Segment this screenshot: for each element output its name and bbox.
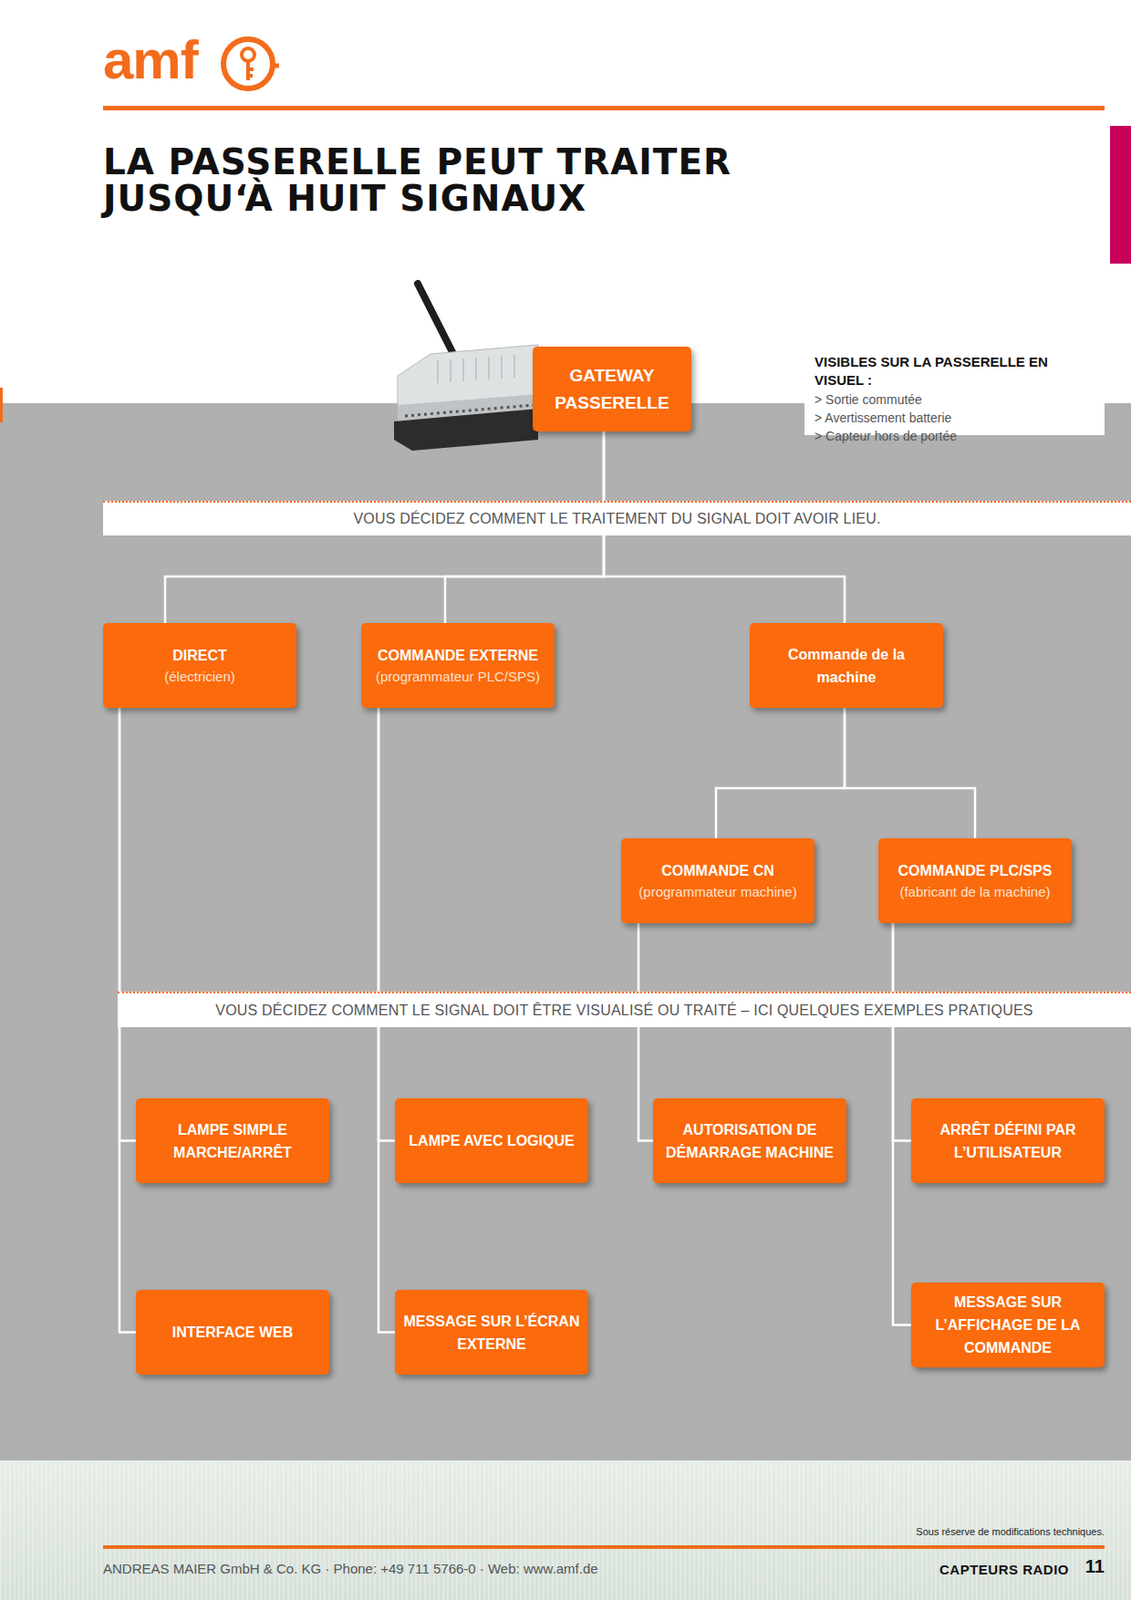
node-heading: DIRECT bbox=[172, 643, 228, 667]
connector-line bbox=[844, 707, 976, 839]
node-heading: COMMANDE CN bbox=[661, 859, 775, 882]
node-text: > Avertissement batterie bbox=[814, 408, 952, 427]
node-heading: VOUS DÉCIDEZ COMMENT LE SIGNAL DOIT ÊTRE… bbox=[215, 1002, 1033, 1019]
gateway-box: GATEWAY PASSERELLE bbox=[532, 346, 692, 432]
gateway-device bbox=[0, 0, 566, 475]
example-box: LAMPE AVEC LOGIQUE bbox=[394, 1098, 589, 1183]
connector-line bbox=[119, 707, 136, 1333]
node-heading: COMMANDE PLC/SPS bbox=[898, 859, 1053, 882]
node-heading: MESSAGE SUR L’ÉCRAN EXTERNE bbox=[402, 1309, 582, 1356]
connector-line bbox=[378, 707, 395, 1142]
antenna bbox=[417, 283, 454, 354]
logo-line bbox=[272, 63, 280, 69]
connector-line bbox=[892, 923, 912, 1142]
example-box: MESSAGE SUR L’AFFICHAGE DE LA COMMANDE bbox=[911, 1282, 1105, 1368]
node-heading: ARRÊT DÉFINI PAR L’UTILISATEUR bbox=[918, 1118, 1098, 1164]
company-info: ANDREAS MAIER GmbH & Co. KG · Phone: +49… bbox=[103, 1560, 742, 1577]
section-tab bbox=[1110, 125, 1131, 264]
connector-line bbox=[445, 431, 604, 623]
node-heading: AUTORISATION DE DÉMARRAGE MACHINE bbox=[660, 1118, 840, 1164]
logo-key-shaft bbox=[248, 61, 254, 81]
node-heading: LAMPE AVEC LOGIQUE bbox=[408, 1129, 574, 1152]
node-heading: Commande de la machine bbox=[757, 643, 936, 689]
node-text: (programmateur PLC/SPS) bbox=[375, 666, 540, 687]
node-heading: INTERFACE WEB bbox=[172, 1320, 293, 1344]
node-text: > Sortie commutée bbox=[814, 390, 923, 409]
text-band: VOUS DÉCIDEZ COMMENT LE SIGNAL DOIT ÊTRE… bbox=[117, 991, 1131, 1028]
node-heading: VISIBLES SUR LA PASSERELLE EN VISUEL : bbox=[814, 352, 1095, 390]
connector-line bbox=[638, 923, 654, 1142]
device-base bbox=[394, 408, 539, 451]
connector-line bbox=[715, 707, 845, 839]
node-heading: VOUS DÉCIDEZ COMMENT LE TRAITEMENT DU SI… bbox=[352, 510, 881, 528]
node-text: (électricien) bbox=[164, 666, 236, 687]
connector-line bbox=[119, 707, 136, 1142]
footnote: Sous réserve de modifications techniques… bbox=[729, 1525, 1105, 1537]
device-ridges bbox=[437, 354, 515, 384]
logo-key-head bbox=[241, 48, 255, 62]
example-box: AUTORISATION DE DÉMARRAGE MACHINE bbox=[653, 1098, 847, 1183]
example-box: ARRÊT DÉFINI PAR L’UTILISATEUR bbox=[911, 1098, 1105, 1183]
process-box: DIRECT(électricien) bbox=[103, 622, 297, 708]
logo-ring bbox=[223, 39, 273, 89]
node-heading: COMMANDE EXTERNE bbox=[377, 643, 539, 667]
node-heading: LAMPE SIMPLE MARCHE/ARRÊT bbox=[143, 1118, 322, 1164]
text-band: VOUS DÉCIDEZ COMMENT LE TRAITEMENT DU SI… bbox=[103, 500, 1131, 536]
edge-mark bbox=[0, 387, 3, 423]
footer-rule bbox=[103, 1545, 1105, 1549]
connector-line bbox=[892, 923, 912, 1326]
example-box: LAMPE SIMPLE MARCHE/ARRÊT bbox=[135, 1098, 330, 1183]
logo-text: amf bbox=[103, 31, 240, 90]
process-box: COMMANDE PLC/SPS(fabricant de la machine… bbox=[878, 838, 1072, 924]
info-box: VISIBLES SUR LA PASSERELLE EN VISUEL :> … bbox=[804, 346, 1105, 436]
process-box: Commande de la machine bbox=[749, 622, 944, 708]
node-text: (programmateur machine) bbox=[638, 881, 797, 903]
node-heading: GATEWAY PASSERELLE bbox=[545, 362, 679, 417]
connector-line bbox=[378, 707, 395, 1333]
connector-line bbox=[165, 431, 604, 623]
page-title: LA PASSERELLE PEUT TRAITER JUSQU‘À HUIT … bbox=[103, 144, 888, 218]
node-text: > Capteur hors de portée bbox=[814, 426, 957, 446]
process-box: COMMANDE CN(programmateur machine) bbox=[621, 838, 815, 924]
process-box: COMMANDE EXTERNE(programmateur PLC/SPS) bbox=[361, 622, 555, 708]
example-box: MESSAGE SUR L’ÉCRAN EXTERNE bbox=[394, 1289, 589, 1375]
example-box: INTERFACE WEB bbox=[135, 1289, 330, 1375]
page-number: 11 bbox=[1072, 1556, 1105, 1578]
header-rule bbox=[103, 105, 1105, 111]
connector-line bbox=[603, 431, 845, 623]
node-text: (fabricant de la machine) bbox=[899, 881, 1050, 903]
section-name: CAPTEURS RADIO bbox=[802, 1561, 1069, 1578]
node-heading: MESSAGE SUR L’AFFICHAGE DE LA COMMANDE bbox=[918, 1290, 1098, 1360]
